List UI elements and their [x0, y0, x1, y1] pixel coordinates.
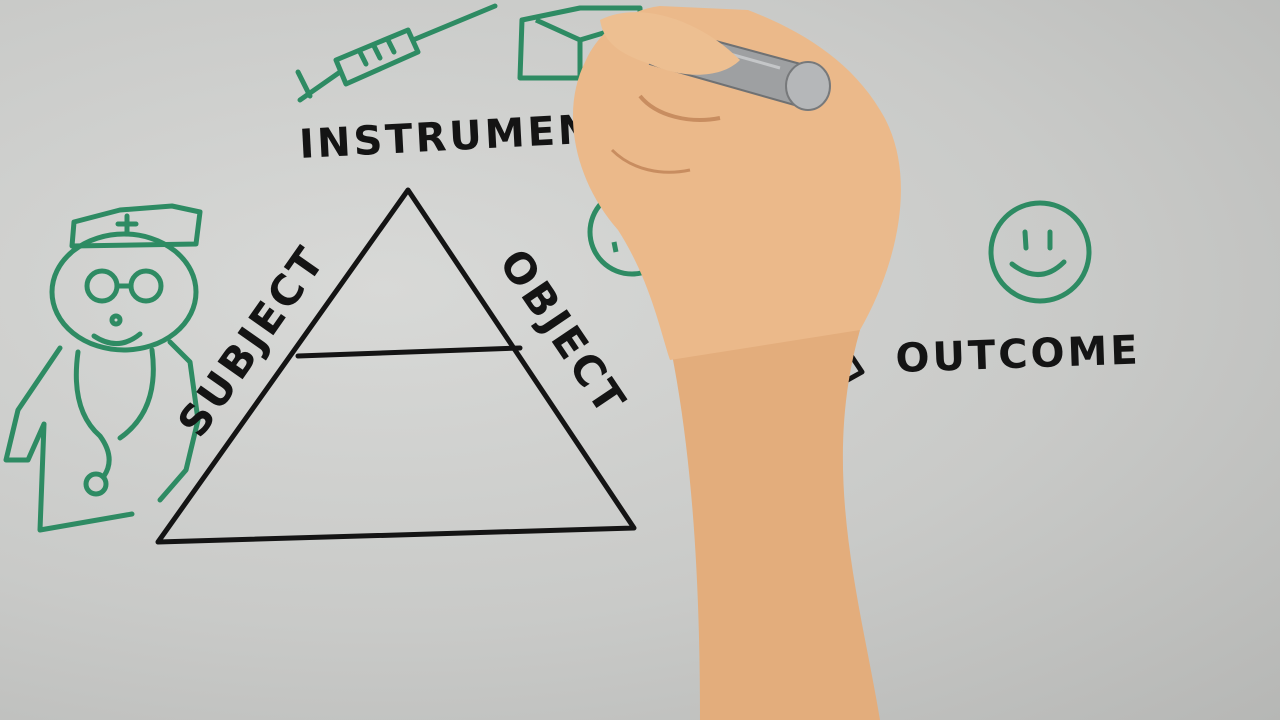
nurse-doctor-drawing	[3, 203, 203, 533]
syringe-icon	[295, 3, 498, 103]
smiley-face-icon	[988, 200, 1092, 304]
instrument-label: INSTRUMEN	[298, 107, 595, 168]
writing-hand	[572, 6, 901, 720]
outcome-label: OUTCOME	[895, 327, 1142, 382]
activity-triangle	[155, 187, 637, 545]
